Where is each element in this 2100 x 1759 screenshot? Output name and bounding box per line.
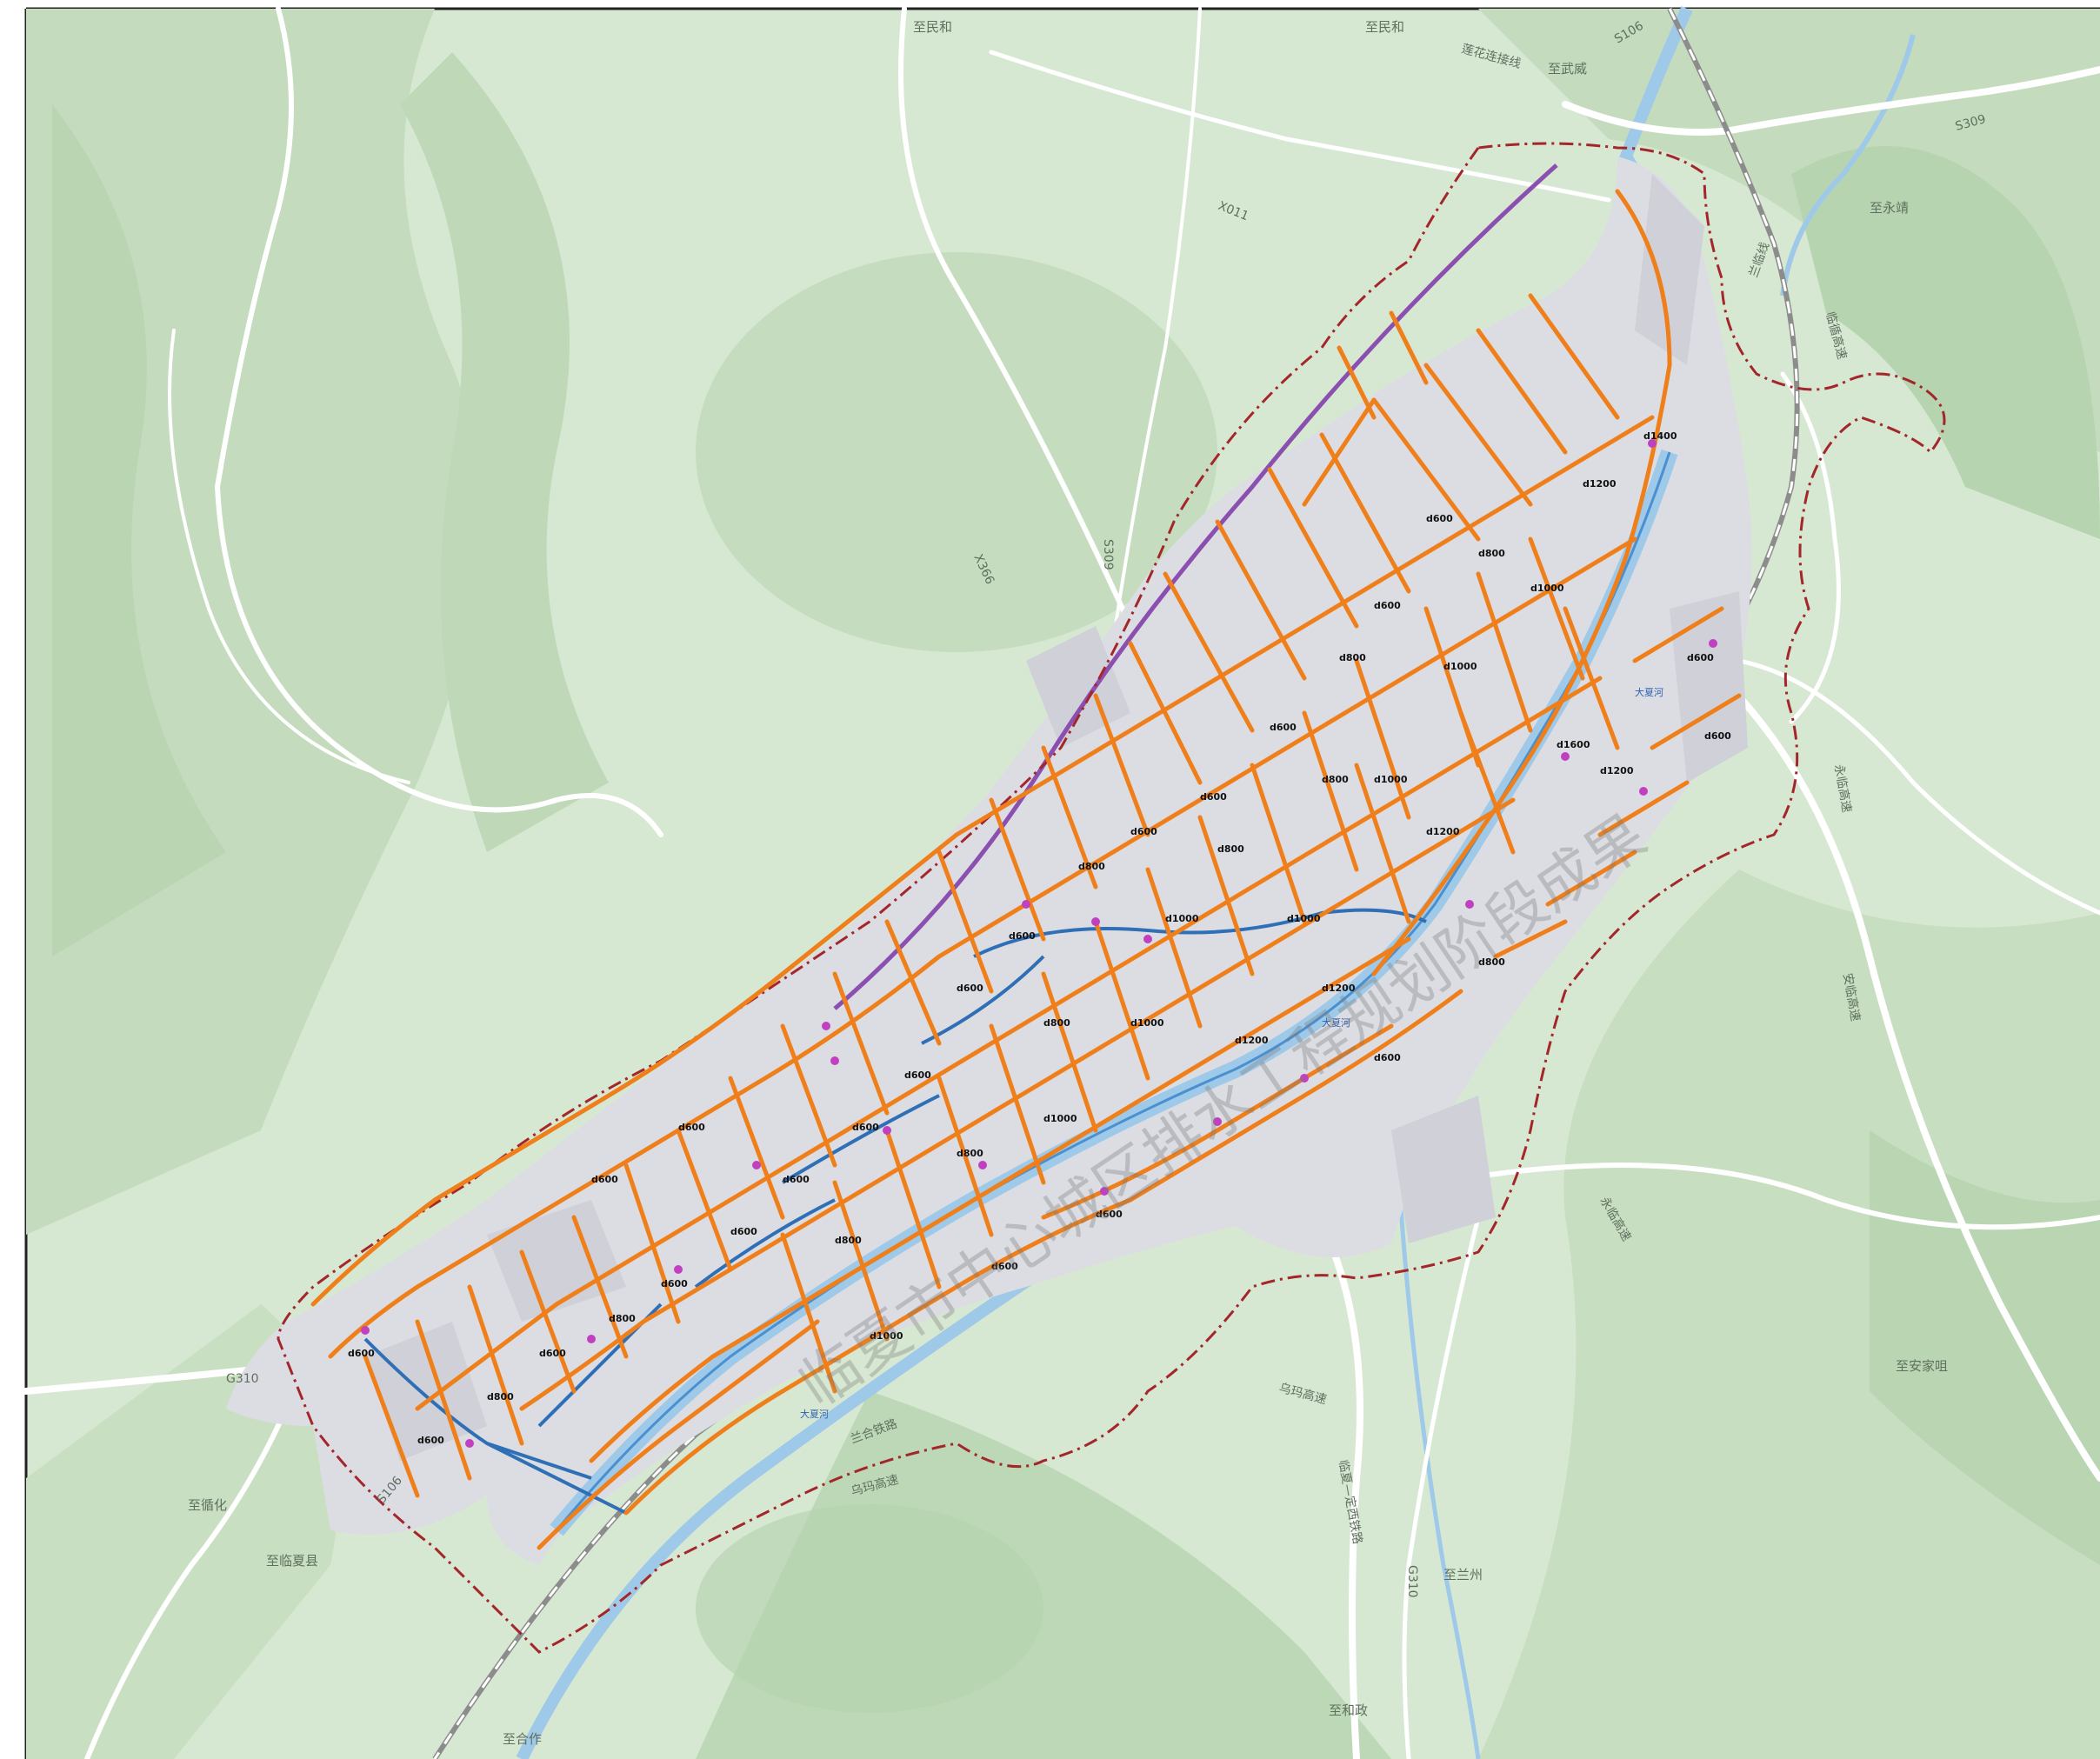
terrain-shading xyxy=(26,9,2100,1759)
northern-highway xyxy=(833,163,1558,1010)
river-label: 大夏河 xyxy=(1635,686,1663,698)
pipe-label: d800 xyxy=(487,1391,514,1403)
river-label: 大夏河 xyxy=(800,1408,829,1420)
pipe-label: d1200 xyxy=(1583,478,1617,490)
road-label: G310 xyxy=(226,1372,259,1386)
pipe-label: d600 xyxy=(1270,722,1297,733)
place-label: 至兰州 xyxy=(1443,1567,1483,1582)
pipe-label: d600 xyxy=(957,983,983,994)
place-label: 至临夏县 xyxy=(266,1553,318,1569)
pipe-label: d600 xyxy=(661,1278,688,1289)
pipe-label: d800 xyxy=(1322,774,1349,785)
pipe-label: d600 xyxy=(591,1174,618,1185)
place-label: 至武威 xyxy=(1548,61,1587,77)
pipe-label: d600 xyxy=(852,1122,879,1133)
pipe-label: d800 xyxy=(1217,843,1244,855)
pipe-label: d800 xyxy=(1478,548,1505,559)
pipe-label: d800 xyxy=(609,1313,636,1324)
pipe-label: d1200 xyxy=(1235,1035,1269,1046)
pipe-label: d600 xyxy=(1687,652,1714,663)
pipe-label: d800 xyxy=(1043,1017,1070,1029)
road-label: G310 xyxy=(1405,1565,1419,1598)
planning-boundary xyxy=(277,142,1946,1654)
pipe-label: d800 xyxy=(835,1235,862,1246)
pipe-label: d800 xyxy=(1339,652,1366,663)
pipe-label: d600 xyxy=(1426,513,1453,524)
pipe-label: d1600 xyxy=(1557,739,1590,750)
urban-area xyxy=(226,157,1752,1565)
junction-markers xyxy=(361,439,1717,1448)
pipe-label: d600 xyxy=(904,1069,931,1081)
place-label: 至和政 xyxy=(1329,1702,1368,1718)
pipe-label: d600 xyxy=(417,1435,444,1446)
pipe-label: d1200 xyxy=(1322,983,1356,994)
pipe-label: d1000 xyxy=(870,1330,903,1342)
pipe-label: d1400 xyxy=(1643,430,1677,442)
pipe-label: d600 xyxy=(1374,600,1401,611)
pipe-label: d800 xyxy=(1078,861,1105,872)
pipe-label: d1000 xyxy=(1374,774,1408,785)
pipe-label: d1000 xyxy=(1530,583,1564,594)
pipe-label: d1000 xyxy=(1287,913,1321,924)
pipe-label: d600 xyxy=(1009,930,1036,942)
place-label: 至民和 xyxy=(1365,19,1404,35)
place-label: 至循化 xyxy=(188,1497,227,1513)
pipe-label: d1000 xyxy=(1043,1113,1077,1124)
pipe-label: d1200 xyxy=(1600,765,1634,776)
pipe-label: d1000 xyxy=(1165,913,1199,924)
river-label: 大夏河 xyxy=(1322,1016,1350,1029)
pipe-diameter-labels: d1400 d1200 d600 d800 d1000 d600 d800 d1… xyxy=(348,430,1731,1446)
pipe-label: d600 xyxy=(1130,826,1157,837)
place-label: 至安家咀 xyxy=(1896,1358,1948,1374)
pipe-label: d800 xyxy=(1478,956,1505,968)
pipe-label: d600 xyxy=(730,1226,757,1237)
road-label: S309 xyxy=(1101,539,1115,570)
pipe-label: d600 xyxy=(348,1348,375,1359)
pipe-label: d1200 xyxy=(1426,826,1460,837)
pipe-label: d800 xyxy=(957,1148,983,1159)
place-label: 至永靖 xyxy=(1870,200,1909,216)
pipe-label: d600 xyxy=(1374,1052,1401,1063)
pipe-label: d600 xyxy=(783,1174,810,1185)
river-labels: 大夏河 大夏河 大夏河 xyxy=(800,686,1663,1420)
pipe-label: d600 xyxy=(1200,791,1227,803)
pipe-label: d600 xyxy=(1704,730,1731,742)
pipe-label: d1000 xyxy=(1130,1017,1164,1029)
pipe-label: d600 xyxy=(1096,1209,1123,1220)
place-label: 至民和 xyxy=(913,19,952,35)
place-label: 至合作 xyxy=(503,1731,542,1747)
sewer-pipe-network xyxy=(310,189,1742,1550)
pipe-label: d600 xyxy=(539,1348,566,1359)
drainage-canals xyxy=(363,908,1427,1515)
pipe-label: d600 xyxy=(678,1122,705,1133)
place-labels: 至民和 至民和 至武威 至永靖 至循化 至临夏县 至合作 至和政 至兰州 至安家… xyxy=(188,19,1948,1747)
pipe-label: d1000 xyxy=(1443,661,1477,672)
pipe-label: d600 xyxy=(991,1261,1018,1272)
